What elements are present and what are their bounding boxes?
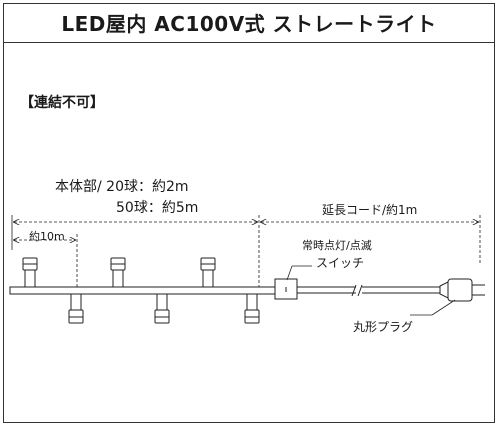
bulb <box>244 293 260 324</box>
extension-cord <box>297 284 442 297</box>
light-wire <box>9 286 276 295</box>
connection-note: 【連結不可】 <box>20 95 104 111</box>
title-bar: LED屋内 AC100V式 ストレートライト <box>3 3 495 43</box>
bulb <box>154 293 170 324</box>
switch-label: スイッチ <box>316 256 365 270</box>
extension-cord-label: 延長コード/約1m <box>322 203 418 217</box>
body-length-dimension <box>11 215 260 295</box>
bulb <box>200 257 216 288</box>
cord-length-dimension <box>261 215 481 265</box>
round-plug <box>410 278 485 316</box>
diagram-frame <box>3 3 495 423</box>
switch-box <box>274 265 312 300</box>
body-length-spec-20: 本体部/ 20球：約2m <box>55 179 189 195</box>
body-length-spec-50: 50球：約5m <box>116 200 199 216</box>
bulb <box>68 293 84 324</box>
plug-label: 丸形プラグ <box>353 320 414 334</box>
bulb <box>110 257 126 288</box>
bulb <box>22 257 38 288</box>
product-title: LED屋内 AC100V式 ストレートライト <box>61 12 437 36</box>
bulb-pitch-dimension <box>14 234 78 290</box>
switch-label-mode: 常時点灯/点滅 <box>302 239 372 252</box>
